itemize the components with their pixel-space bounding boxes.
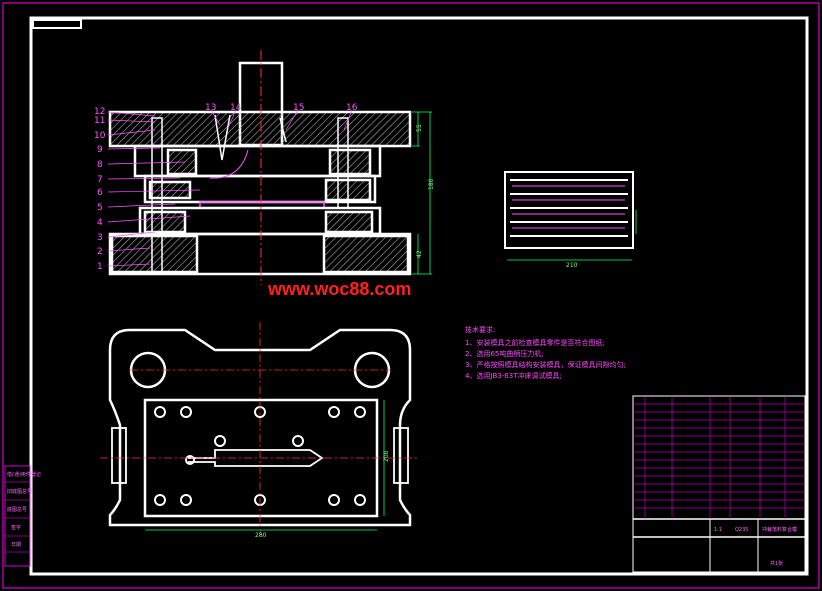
part-number-12: 12 — [94, 107, 105, 117]
dim-top-height: 55 — [416, 124, 423, 132]
part-number-10: 10 — [94, 131, 106, 141]
part-number-3: 3 — [97, 233, 103, 243]
watermark-text: www.woc88.com — [267, 279, 411, 299]
note-item-2: 2、选用65吨曲柄压力机; — [465, 349, 544, 358]
plan-dimensions — [145, 400, 385, 531]
part-number-8: 8 — [97, 160, 103, 170]
part-number-2: 2 — [97, 247, 103, 257]
dim-bottom-height: 42 — [416, 250, 423, 258]
part-number-15: 15 — [293, 103, 304, 113]
stamp-label-5: 日期 — [11, 542, 21, 548]
part-number-6: 6 — [97, 188, 103, 198]
inner-frame — [29, 16, 809, 576]
part-number-labels: 1 2 3 4 5 6 7 8 9 10 11 12 13 14 15 16 — [94, 103, 358, 272]
part-number-5: 5 — [97, 203, 103, 213]
dim-plan-height: 200 — [383, 450, 390, 462]
stamp-label-3: 底图总号 — [7, 506, 27, 513]
note-item-4: 4、选用JB3-63T冲床调试模具; — [465, 371, 562, 380]
plan-centerlines — [100, 322, 420, 535]
notes-title: 技术要求: — [465, 325, 495, 334]
section-view — [108, 61, 412, 276]
technical-notes: 技术要求: 1、安装模具之前检查模具零件是否符合图纸; 2、选用65吨曲柄压力机… — [465, 325, 626, 380]
left-stamp-block: 借(通)用件登记 旧底图总号 底图总号 签字 日期 — [4, 465, 41, 567]
bom-grid — [633, 396, 805, 519]
plan-holes — [154, 406, 366, 506]
stamp-label-4: 签字 — [11, 524, 21, 531]
part-number-13: 13 — [205, 103, 216, 113]
dim-strip-length: 210 — [566, 262, 578, 269]
note-item-1: 1、安装模具之前检查模具零件是否符合图纸; — [465, 338, 605, 347]
dim-plan-width: 280 — [255, 532, 267, 539]
part-number-11: 11 — [94, 116, 105, 126]
note-item-3: 3、严格按照模具结构安装模具，保证模具间隙均匀; — [465, 360, 626, 369]
part-number-16: 16 — [346, 103, 358, 113]
title-drawing-name: 冲裁落料复合模 — [762, 526, 797, 533]
title-block — [632, 395, 806, 573]
stamp-label-1: 借(通)用件登记 — [7, 471, 41, 478]
dim-total-height: 180 — [428, 178, 435, 190]
title-material: Q235 — [735, 527, 748, 533]
title-scale: 1:1 — [714, 527, 722, 533]
part-number-4: 4 — [97, 218, 103, 228]
leader-lines — [107, 109, 353, 267]
stamp-label-2: 旧底图总号 — [7, 488, 32, 495]
part-number-14: 14 — [230, 103, 242, 113]
strip-layout — [504, 171, 634, 249]
section-dimensions — [412, 111, 432, 275]
corner-tab — [32, 19, 82, 29]
part-number-7: 7 — [97, 175, 103, 185]
strip-dimensions — [507, 210, 637, 261]
part-number-9: 9 — [97, 145, 103, 155]
part-number-1: 1 — [97, 262, 103, 272]
title-sheet: 共1张 — [770, 560, 783, 567]
